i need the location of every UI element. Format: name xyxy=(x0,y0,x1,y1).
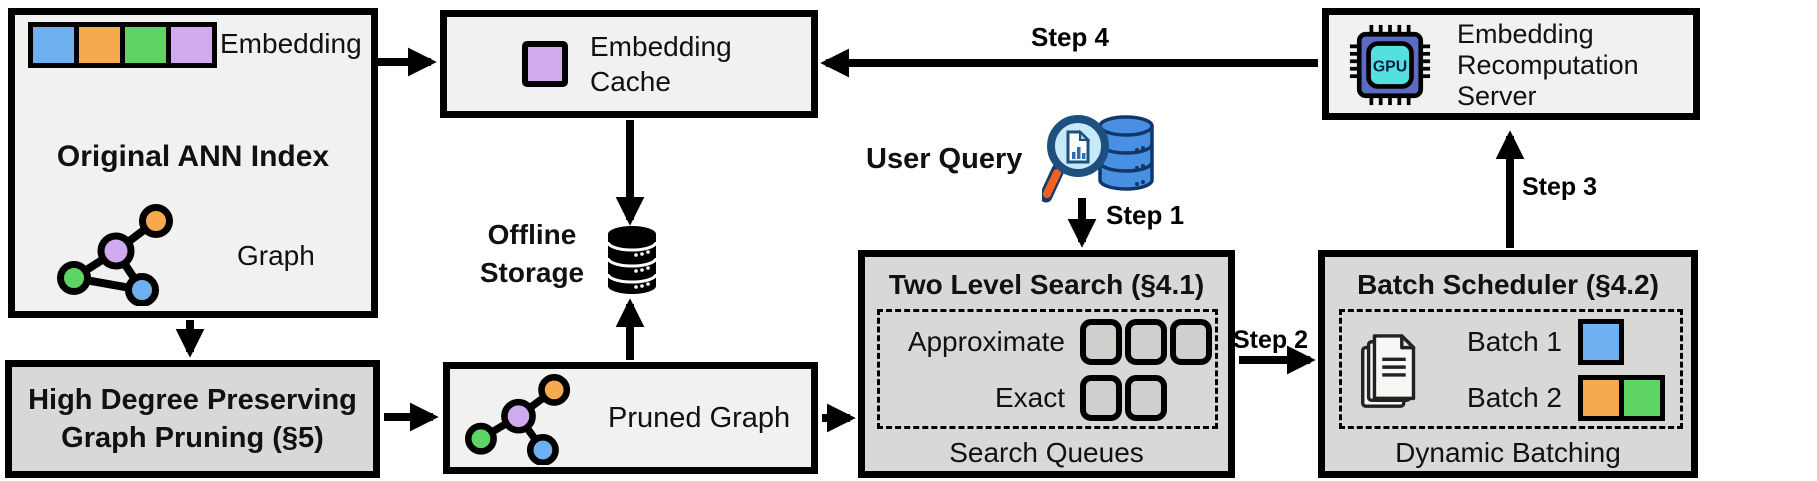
approximate-queue-slots xyxy=(1080,319,1212,365)
user-query-search-icon xyxy=(1042,115,1154,203)
batch-scheduler-title: Batch Scheduler (§4.2) xyxy=(1357,269,1659,300)
cached-embedding-square xyxy=(522,41,568,87)
blue-batch-square xyxy=(1583,324,1619,360)
batch1-label: Batch 1 xyxy=(1467,326,1562,357)
approximate-label: Approximate xyxy=(907,326,1065,357)
search-queues-label: Search Queues xyxy=(949,437,1144,468)
embedding-cell-orange xyxy=(79,27,120,63)
graph-label: Graph xyxy=(237,240,315,271)
batch2-squares xyxy=(1578,375,1665,421)
queue-slot xyxy=(1125,319,1167,365)
dynamic-batching-dashed-region: Batch 1 Batch 2 xyxy=(1339,309,1683,429)
original-ann-index-title: Original ANN Index xyxy=(56,140,330,173)
queue-slot xyxy=(1170,319,1212,365)
recomputation-server-box: GPU Embedding Recomputation Server xyxy=(1322,8,1700,120)
gpu-chip-icon: GPU xyxy=(1349,24,1431,106)
offline-storage-database-icon xyxy=(606,226,658,294)
embedding-cell-purple xyxy=(171,27,212,63)
embedding-label: Embedding xyxy=(220,28,362,59)
pruned-graph-box: Pruned Graph xyxy=(443,362,818,474)
exact-label: Exact xyxy=(994,382,1065,413)
embedding-cache-box: Embedding Cache xyxy=(440,10,818,118)
step3-label: Step 3 xyxy=(1522,173,1598,201)
two-level-search-box: Two Level Search (§4.1) Approximate Exac… xyxy=(858,250,1235,478)
batch2-label: Batch 2 xyxy=(1467,382,1562,413)
orange-batch-square xyxy=(1583,380,1619,416)
queue-slot xyxy=(1080,319,1122,365)
original-graph-icon xyxy=(57,204,173,306)
batch1-squares xyxy=(1578,319,1624,365)
recomputation-server-label: Embedding Recomputation Server xyxy=(1457,19,1639,111)
exact-queue-slots xyxy=(1080,375,1167,421)
embedding-cell-green xyxy=(125,27,166,63)
graph-pruning-title: High Degree Preserving Graph Pruning (§5… xyxy=(28,384,357,454)
two-level-search-title: Two Level Search (§4.1) xyxy=(888,269,1205,300)
graph-pruning-box: High Degree Preserving Graph Pruning (§5… xyxy=(5,360,380,478)
gpu-chip-label: GPU xyxy=(1373,59,1407,76)
approximate-queue-row: Approximate xyxy=(880,316,1212,368)
green-batch-square xyxy=(1624,380,1660,416)
step1-label: Step 1 xyxy=(1106,200,1185,230)
pruned-graph-label: Pruned Graph xyxy=(608,402,791,434)
batch1-row: Batch 1 xyxy=(1446,316,1624,368)
queue-slot xyxy=(1080,375,1122,421)
step2-label: Step 2 xyxy=(1233,326,1309,354)
exact-queue-row: Exact xyxy=(880,372,1167,424)
embedding-cell-blue xyxy=(33,27,74,63)
embedding-strip-icon xyxy=(28,22,217,68)
batch2-row: Batch 2 xyxy=(1446,372,1665,424)
pruned-graph-icon xyxy=(464,373,571,465)
embedding-cache-label: Embedding Cache xyxy=(590,31,732,97)
query-documents-icon xyxy=(1361,334,1416,408)
query-database xyxy=(1098,115,1154,191)
user-query-label: User Query xyxy=(866,143,1023,175)
offline-storage-label: Offline Storage xyxy=(479,219,585,288)
queue-slot xyxy=(1125,375,1167,421)
search-queues-dashed-region: Approximate Exact xyxy=(877,309,1218,429)
original-ann-index-box: Embedding Original ANN Index Graph xyxy=(8,8,378,318)
batch-scheduler-box: Batch Scheduler (§4.2) Batch 1 xyxy=(1318,250,1698,478)
dynamic-batching-label: Dynamic Batching xyxy=(1395,437,1621,468)
step4-label: Step 4 xyxy=(1030,22,1110,52)
